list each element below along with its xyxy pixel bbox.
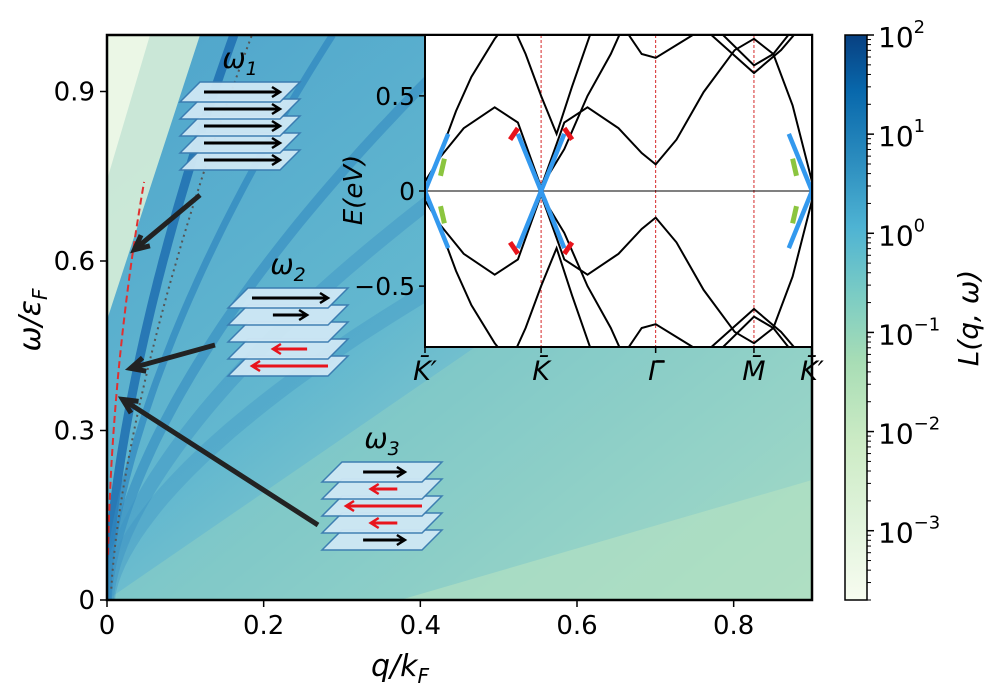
inset-y-tick-label: −0.5 xyxy=(354,272,415,301)
inset-x-tick-label: K̄′ xyxy=(800,355,824,387)
mode-label-subscript: 3 xyxy=(388,438,400,460)
dirac-cone xyxy=(425,133,451,192)
mode-pointer-arrow xyxy=(132,193,202,252)
mode-pointer-arrow xyxy=(129,342,216,371)
colorbar-tick-exponent: −1 xyxy=(914,314,941,335)
spin-arrowhead xyxy=(396,465,408,479)
x-tick-label: 0 xyxy=(99,611,116,641)
x-tick-label: 0.2 xyxy=(243,611,284,641)
mode-schematic-1: ω1 xyxy=(130,42,302,254)
x-tick-label: 0.4 xyxy=(400,611,441,641)
mode-label: ω1 xyxy=(222,42,258,80)
dirac-cone xyxy=(425,190,451,249)
main-axes: 0 0.2 0.4 0.6 0.8 0 0.3 0.6 0.9 xyxy=(54,78,755,642)
band-lower xyxy=(540,194,621,347)
mode-pointer-arrowhead xyxy=(130,234,151,254)
x-tick-label: 0.6 xyxy=(556,611,597,641)
mode-label-subscript: 1 xyxy=(246,58,258,80)
spin-arrowhead xyxy=(396,533,408,547)
mode-label-subscript: 2 xyxy=(294,264,306,286)
colorbar-tick-label: 102 xyxy=(878,17,925,54)
inset-y-tick-label: 0 xyxy=(399,177,415,206)
mode-label: ω2 xyxy=(270,248,306,286)
band-upper xyxy=(708,35,796,75)
spin-arrowhead xyxy=(343,499,355,513)
spin-arrowhead xyxy=(271,136,283,150)
spin-arrowhead xyxy=(271,102,283,116)
inset-x-tick-label: K̄ xyxy=(532,355,552,387)
mode-schematic-3: ω3 xyxy=(117,396,444,551)
colorbar-tick-label: 10−3 xyxy=(878,513,940,550)
inset-x-tick-label: M̄ xyxy=(742,355,765,387)
y-tick-label: 0 xyxy=(78,586,95,616)
inset-y-label: E(eV) xyxy=(339,155,369,226)
low-intensity-region-corner xyxy=(107,35,150,180)
y-axis-label: ω/εF xyxy=(13,288,52,351)
mode-pointer-arrow xyxy=(121,397,320,528)
band-upper xyxy=(515,35,592,137)
band-highlight xyxy=(562,240,575,256)
band-highlight xyxy=(790,205,799,224)
mode-pointer-arrowhead xyxy=(124,355,147,374)
inset-y-tick-label: 0.5 xyxy=(375,82,415,111)
plasmon-streak xyxy=(107,35,478,600)
colorbar-label: L(q, ω) xyxy=(952,270,985,366)
colorbar-tick-exponent: −2 xyxy=(914,414,941,435)
y-tick-label: 0.3 xyxy=(54,417,95,447)
band-highlight xyxy=(562,126,575,142)
y-tick-label: 0.9 xyxy=(54,78,95,108)
spin-arrowhead xyxy=(249,359,261,373)
band-lower xyxy=(627,315,790,347)
mode-schematics: ω1 ω2 ω3 xyxy=(117,42,444,551)
x-axis-label: q/kF xyxy=(371,649,430,688)
colorbar-tick-exponent: 2 xyxy=(914,17,925,38)
band-upper xyxy=(540,35,621,188)
spin-arrowhead xyxy=(271,153,283,167)
band-highlight xyxy=(790,158,799,177)
band-structure-inset: −0.5 0 0.5K̄′ K̄ Γ̄ M̄ K̄′ E(eV) xyxy=(339,10,824,387)
dirac-cone xyxy=(515,185,567,249)
band-highlight xyxy=(508,240,520,256)
colorbar-tick-exponent: 0 xyxy=(914,215,925,236)
spin-arrowhead xyxy=(270,342,282,356)
band-highlight xyxy=(438,205,447,224)
dirac-cone xyxy=(786,133,812,192)
colorbar-tick-exponent: −3 xyxy=(914,513,941,534)
band-upper xyxy=(627,35,790,67)
mode-pointer-arrowhead xyxy=(117,396,139,415)
spin-arrowhead xyxy=(271,85,283,99)
spin-arrowhead xyxy=(368,482,380,496)
colorbar-gradient xyxy=(844,34,868,601)
inset-x-tick-label: Γ̄ xyxy=(648,356,665,387)
colorbar-tick-exponent: 1 xyxy=(914,116,925,137)
colorbar-tick-label: 101 xyxy=(878,116,925,153)
band-highlight xyxy=(438,158,447,177)
band-lower xyxy=(708,307,796,347)
inset-x-tick-label: K̄′ xyxy=(413,355,437,387)
inset-bands xyxy=(425,10,812,347)
x-tick-label: 0.8 xyxy=(713,611,754,641)
spin-arrowhead xyxy=(368,516,380,530)
spin-arrowhead xyxy=(319,291,331,305)
band-lower xyxy=(515,245,592,347)
colorbar-tick-label: 10−1 xyxy=(878,314,940,351)
low-intensity-region-top xyxy=(107,35,200,320)
spin-arrowhead xyxy=(298,308,310,322)
spin-arrowhead xyxy=(271,119,283,133)
band-upper xyxy=(444,10,471,27)
low-intensity-region-corner2 xyxy=(400,480,812,600)
dirac-cone xyxy=(786,190,812,249)
band-highlight xyxy=(508,126,520,142)
red-dashed-dispersion xyxy=(107,181,146,555)
y-tick-label: 0.6 xyxy=(54,247,95,277)
colorbar-tick-label: 100 xyxy=(878,215,925,252)
inset-axes: −0.5 0 0.5K̄′ K̄ Γ̄ M̄ K̄′ xyxy=(354,82,824,387)
colorbar-tick-label: 10−2 xyxy=(878,414,940,451)
mode-schematic-2: ω2 xyxy=(124,248,350,377)
